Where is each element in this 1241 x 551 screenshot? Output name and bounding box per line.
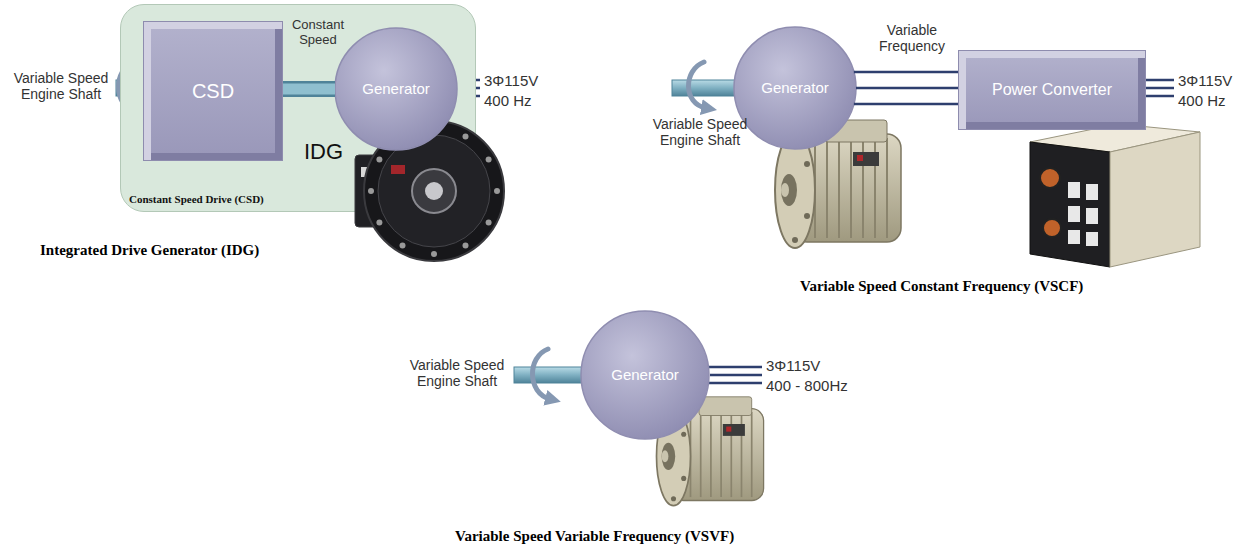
node-text: Power Converter — [992, 81, 1112, 99]
generator-disc — [335, 28, 457, 150]
node-text: CSD — [192, 80, 234, 103]
frequency-label: 400 Hz — [484, 92, 532, 109]
wire-stroke — [854, 71, 958, 74]
rotation-arrow — [688, 62, 706, 108]
shaft-label: Variable Speed Engine Shaft — [6, 70, 116, 102]
three-phase-wires — [854, 72, 958, 104]
housing-caption: Constant Speed Drive (CSD) — [129, 193, 264, 206]
generator-circle: Generator — [334, 27, 458, 151]
frequency-label: 400 Hz — [1178, 92, 1226, 109]
shaft-stroke — [283, 81, 335, 97]
output-lines — [1146, 80, 1174, 96]
edge-label: Constant Speed — [285, 18, 351, 48]
rotation-arrow — [532, 349, 550, 399]
voltage-label: 3Φ115V — [1178, 72, 1232, 89]
panel-caption: Integrated Drive Generator (IDG) — [40, 242, 259, 259]
panel-caption: Variable Speed Constant Frequency (VSCF) — [800, 278, 1083, 295]
generator-disc — [734, 27, 856, 149]
converter-box: Power Converter — [958, 50, 1146, 130]
edge-label: Variable Frequency — [866, 22, 958, 54]
node-text: Generator — [362, 80, 430, 97]
wire-stroke — [856, 87, 958, 90]
shaft-label: Variable Speed Engine Shaft — [402, 357, 512, 389]
unit-title: IDG — [304, 139, 343, 164]
frequency-label: 400 - 800Hz — [766, 377, 848, 394]
shaft-stroke — [283, 84, 335, 95]
generator-circle: Generator — [733, 26, 857, 150]
output-lines — [708, 367, 762, 383]
generator-disc — [581, 311, 709, 439]
node-text: Generator — [611, 366, 679, 383]
idg-housing: IDG Constant Speed Drive (CSD) CSD Generato… — [120, 4, 476, 212]
shaft-label: Variable Speed Engine Shaft — [640, 116, 760, 148]
csd-box: CSD — [143, 21, 283, 161]
panel-caption: Variable Speed Variable Frequency (VSVF) — [455, 528, 734, 545]
engine-shaft — [672, 80, 736, 96]
converter-photo — [1030, 124, 1200, 267]
drive-shaft — [283, 89, 335, 90]
voltage-label: 3Φ115V — [484, 72, 538, 89]
generator-circle: Generator — [580, 310, 710, 440]
voltage-label: 3Φ115V — [766, 357, 820, 374]
wire-stroke — [854, 103, 958, 106]
engine-shaft — [514, 367, 584, 383]
node-text: Generator — [761, 79, 829, 96]
